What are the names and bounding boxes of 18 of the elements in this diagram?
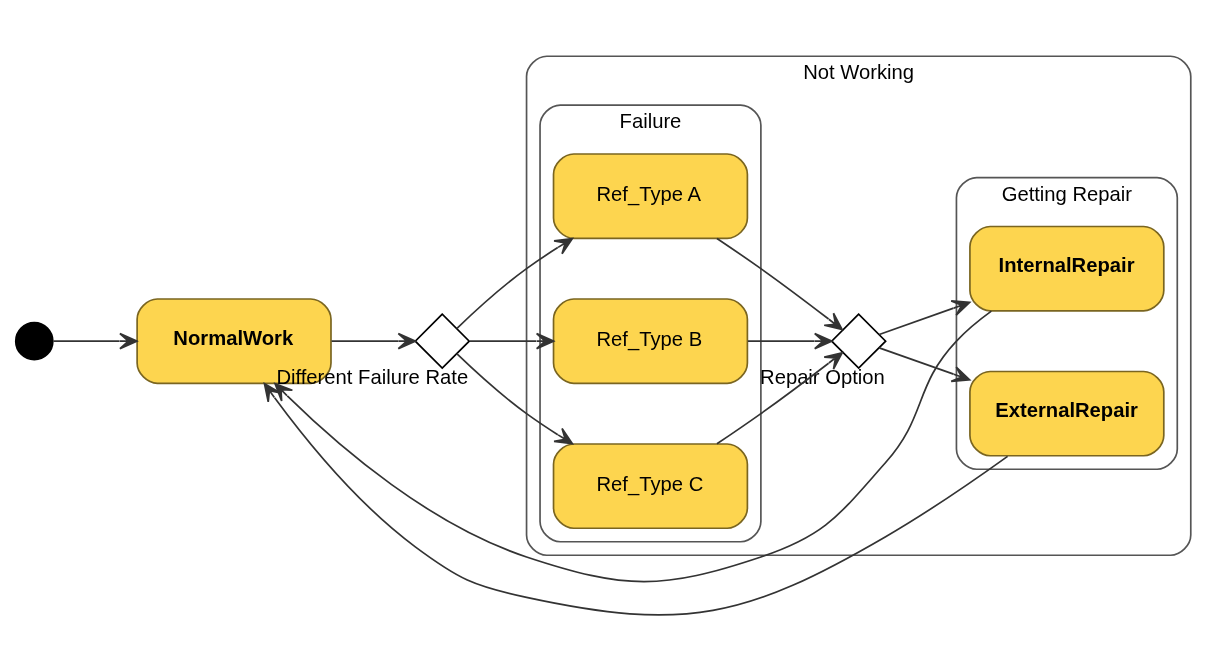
node-diamond <box>830 312 887 370</box>
arrow <box>716 237 844 331</box>
arrow <box>878 347 971 383</box>
node-box: Ref_Type A <box>552 153 749 240</box>
arrow <box>469 332 555 350</box>
arrow <box>52 332 138 350</box>
node-box: Ref_Type B <box>552 298 749 385</box>
arrow <box>747 332 833 350</box>
arrow <box>878 300 971 336</box>
node-box: Ref_Type C <box>552 443 749 530</box>
arrow <box>716 351 844 445</box>
node-box: ExternalRepair <box>969 370 1165 457</box>
node-box: InternalRepair <box>969 225 1165 312</box>
arrow <box>330 332 417 350</box>
node-circle <box>14 321 54 361</box>
node-diamond <box>414 312 471 370</box>
arrow <box>455 237 574 330</box>
arrow <box>455 352 574 445</box>
